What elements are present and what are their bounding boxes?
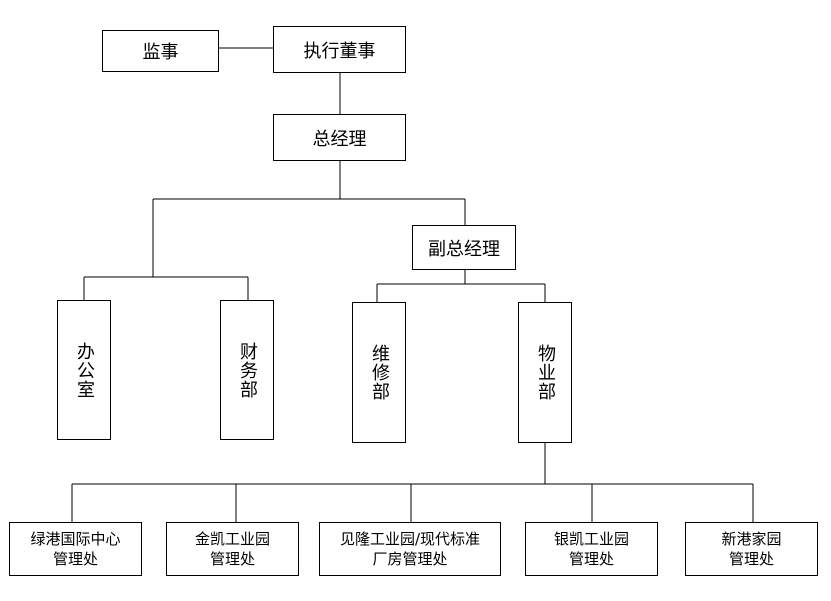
office-box: 办公室 bbox=[57, 300, 111, 440]
park-office-label-4: 银凯工业园 管理处 bbox=[553, 530, 629, 568]
executive-director-box: 执行董事 bbox=[273, 26, 406, 73]
executive-director-label: 执行董事 bbox=[303, 40, 376, 62]
office-label: 办公室 bbox=[74, 341, 95, 399]
deputy-general-manager-box: 副总经理 bbox=[412, 225, 516, 270]
general-manager-label: 总经理 bbox=[312, 128, 367, 150]
park-office-box-4: 银凯工业园 管理处 bbox=[525, 522, 658, 576]
finance-department-label: 财务部 bbox=[237, 341, 258, 399]
general-manager-box: 总经理 bbox=[273, 114, 406, 161]
maintenance-department-box: 维修部 bbox=[352, 302, 406, 443]
property-department-label: 物业部 bbox=[535, 344, 556, 401]
park-office-label-2: 金凯工业园 管理处 bbox=[194, 530, 270, 568]
deputy-general-manager-label: 副总经理 bbox=[428, 238, 500, 260]
supervisor-box: 监事 bbox=[102, 30, 219, 72]
park-office-label-3: 见隆工业园/现代标准 厂房管理处 bbox=[339, 530, 481, 568]
park-office-label-5: 新港家园 管理处 bbox=[721, 530, 782, 568]
park-office-box-2: 金凯工业园 管理处 bbox=[166, 522, 299, 576]
park-office-box-5: 新港家园 管理处 bbox=[685, 522, 818, 576]
park-office-box-1: 绿港国际中心 管理处 bbox=[9, 522, 142, 576]
park-office-label-1: 绿港国际中心 管理处 bbox=[30, 530, 121, 568]
maintenance-department-label: 维修部 bbox=[369, 344, 390, 401]
property-department-box: 物业部 bbox=[518, 302, 572, 443]
supervisor-label: 监事 bbox=[142, 42, 179, 63]
finance-department-box: 财务部 bbox=[220, 300, 274, 440]
park-office-box-3: 见隆工业园/现代标准 厂房管理处 bbox=[319, 522, 501, 576]
